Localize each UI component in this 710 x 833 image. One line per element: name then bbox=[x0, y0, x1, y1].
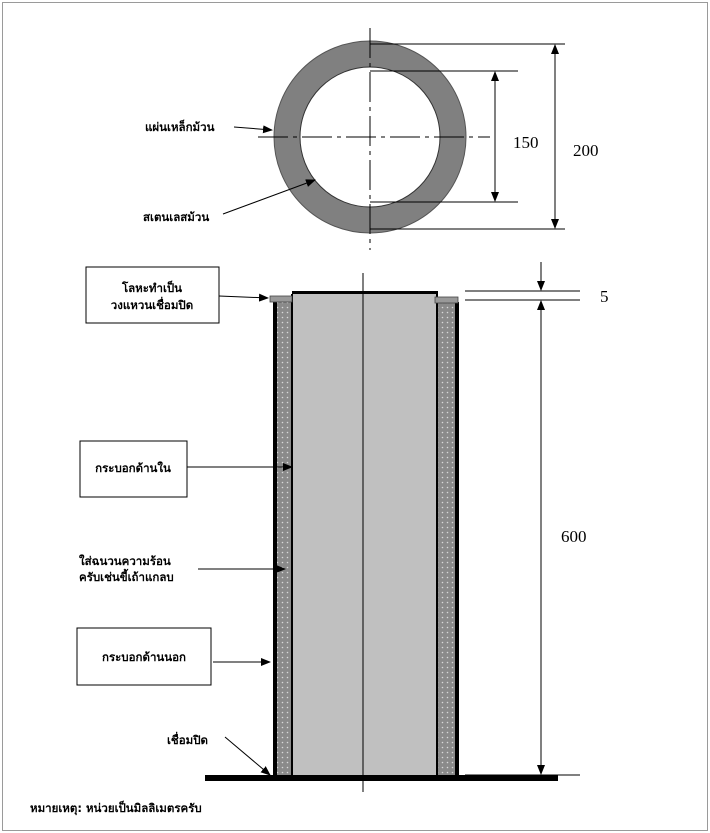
cap-label-line2: วงแหวนเชื่อมปิด bbox=[111, 296, 193, 312]
cap-ring-right bbox=[434, 296, 459, 304]
cap-ring-left bbox=[269, 295, 293, 303]
height-value: 600 bbox=[561, 527, 587, 546]
inner-tube bbox=[292, 292, 438, 777]
outer-wall-left bbox=[273, 302, 277, 777]
insulation-label-line1: ใส่ฉนวนความร้อน bbox=[79, 554, 171, 568]
insulation-right bbox=[438, 302, 455, 777]
cap-label-line1: โลหะทำเป็น bbox=[121, 280, 182, 295]
outer-diameter-value: 200 bbox=[573, 141, 599, 160]
inner-tube-label: กระบอกด้านใน bbox=[95, 461, 171, 475]
outer-tube-label: กระบอกด้านนอก bbox=[102, 650, 186, 664]
outer-ring-label: แผ่นเหล็กม้วน bbox=[145, 119, 215, 134]
inner-ring-label: สเตนเลสม้วน bbox=[143, 210, 209, 224]
cap-label-box bbox=[85, 266, 220, 324]
inner-diameter-value: 150 bbox=[513, 133, 539, 152]
cap-thickness-value: 5 bbox=[600, 287, 609, 306]
outer-wall-right bbox=[455, 302, 459, 777]
insulation-label-line2: ครับเช่นขี้เถ้าแกลบ bbox=[79, 568, 174, 584]
outer-tube-label-box bbox=[76, 627, 212, 686]
units-note: หมายเหตุ: หน่วยเป็นมิลลิเมตรครับ bbox=[30, 800, 202, 816]
inner-tube-label-box bbox=[79, 440, 188, 498]
top-view: 150 200 แผ่นเหล็กม้วน สเตนเลสม้วน bbox=[143, 28, 599, 250]
base-plate bbox=[205, 775, 558, 781]
insulation-left bbox=[277, 302, 292, 777]
weld-label: เชื่อมปิด bbox=[167, 731, 208, 747]
side-view: 5 600 โลหะทำเป็น วงแหวนเชื่อมปิด กระบอกด… bbox=[76, 262, 609, 792]
